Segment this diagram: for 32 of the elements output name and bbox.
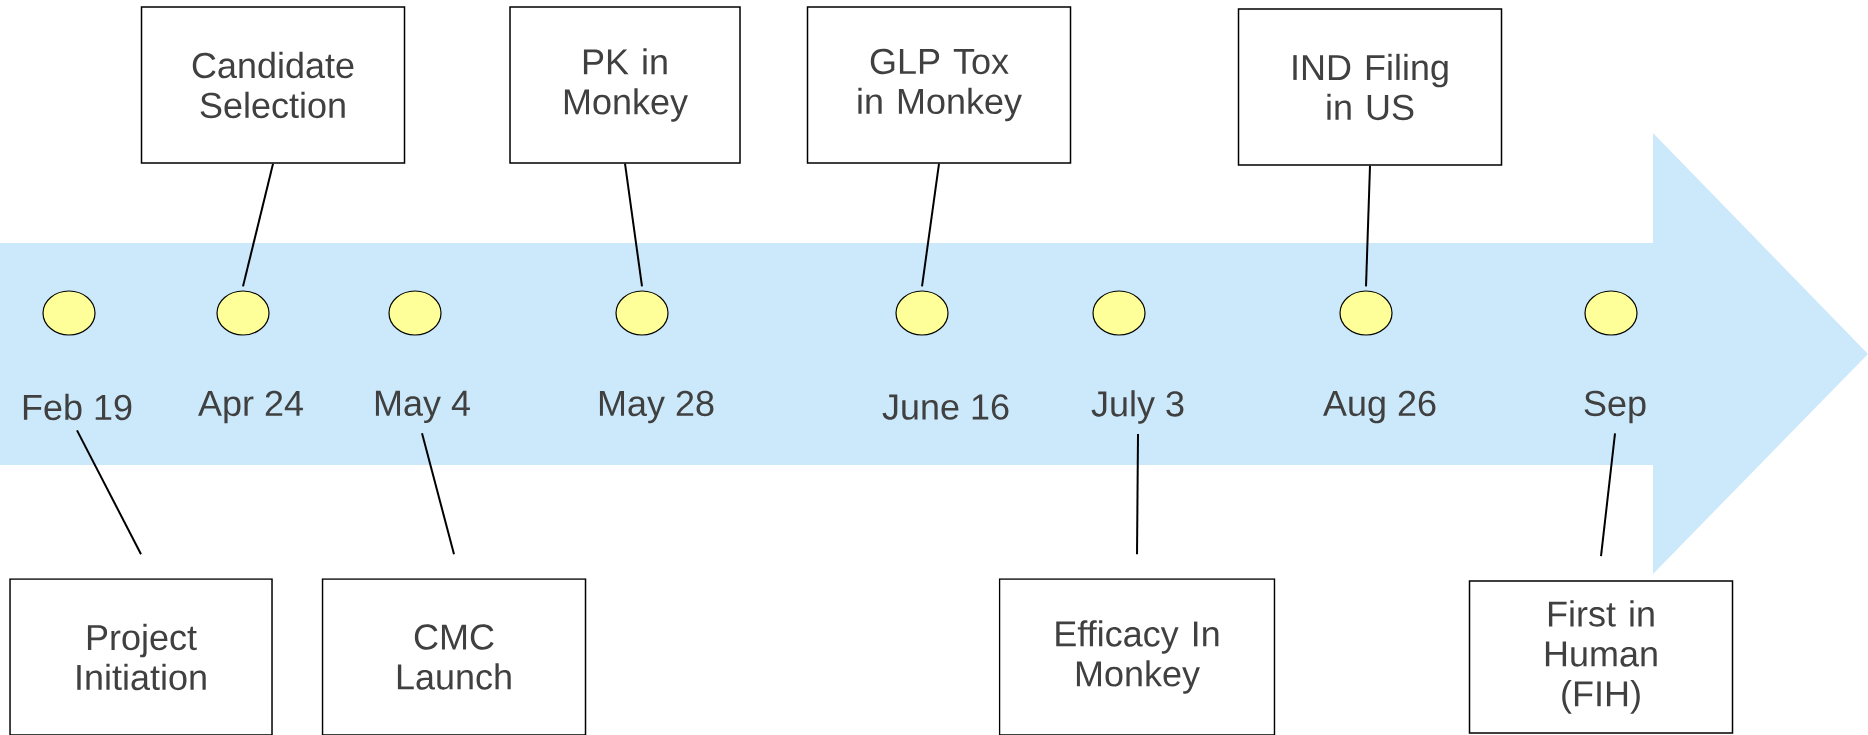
- milestone-box: IND Filing in US: [1237, 8, 1503, 166]
- milestone-dot: [1092, 290, 1146, 336]
- milestone-dot: [615, 290, 669, 336]
- leader-line: [1365, 164, 1371, 288]
- milestone-dot: [895, 290, 949, 336]
- date-label: July 3: [1091, 390, 1184, 424]
- milestone-box: GLP Tox in Monkey: [806, 6, 1072, 164]
- date-label: May 28: [599, 390, 714, 424]
- date-label: Sep: [1584, 390, 1646, 424]
- milestone-box: CMC Launch: [321, 578, 587, 735]
- milestone-dot: [1584, 290, 1638, 336]
- leader-line: [76, 429, 142, 556]
- date-label: Apr 24: [198, 390, 303, 424]
- milestone-box: First in Human (FIH): [1468, 580, 1734, 734]
- milestone-dot: [42, 290, 96, 336]
- milestone-dot: [388, 290, 442, 336]
- date-label: May 4: [375, 390, 470, 424]
- date-label: Feb 19: [23, 393, 132, 421]
- leader-line: [921, 162, 940, 288]
- leader-line: [242, 162, 274, 288]
- milestone-dot: [216, 290, 270, 336]
- milestone-box: Project Initiation: [9, 578, 273, 735]
- date-label: June 16: [882, 394, 1009, 420]
- leader-line: [1600, 432, 1616, 558]
- date-label: Aug 26: [1323, 390, 1436, 424]
- milestone-box: Candidate Selection: [140, 6, 406, 164]
- leader-line: [1136, 432, 1139, 556]
- leader-line: [421, 432, 455, 556]
- leader-line: [624, 162, 643, 288]
- milestone-box: Efficacy In Monkey: [998, 578, 1276, 735]
- milestone-dot: [1339, 290, 1393, 336]
- milestone-box: PK in Monkey: [509, 6, 741, 164]
